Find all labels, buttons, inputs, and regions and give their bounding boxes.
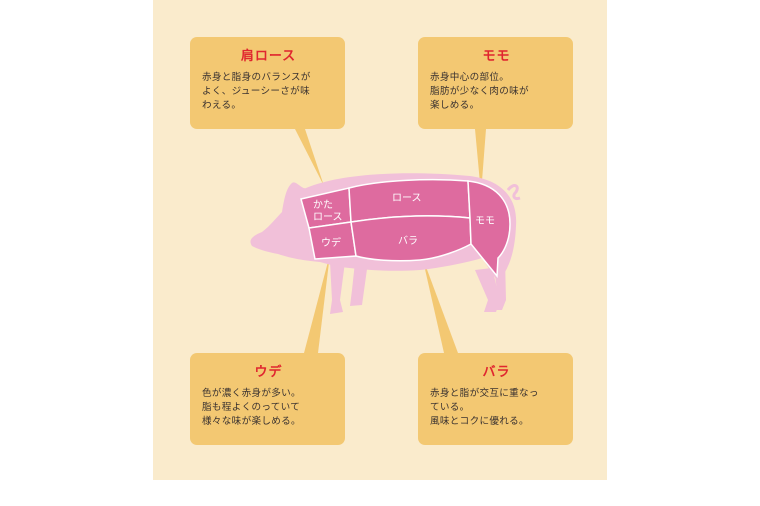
callout-title: ウデ bbox=[254, 365, 283, 380]
cut-label-momo: モモ bbox=[475, 216, 495, 227]
cut-label-bara: バラ bbox=[398, 235, 418, 247]
callout-title: 肩ロース bbox=[240, 49, 297, 64]
callout-description: 赤身と脂が交互に重なっ ている。 風味とコクに優れる。 bbox=[430, 388, 539, 427]
callout-ude: ウデ 色が濃く赤身が多い。 脂も程よくのっていて 様々な味が楽しめる。 bbox=[190, 353, 345, 445]
callout-kata-rosu: 肩ロース 赤身と脂身のバランスが よく、ジューシーさが味 わえる。 bbox=[190, 37, 345, 129]
callout-description: 赤身中心の部位。 脂肪が少なく肉の味が 楽しめる。 bbox=[430, 72, 529, 111]
pointer-bara bbox=[422, 256, 458, 353]
cut-label-kata-rosu-1: かた bbox=[313, 199, 333, 211]
pointer-momo bbox=[475, 129, 486, 194]
callout-momo: モモ 赤身中心の部位。 脂肪が少なく肉の味が 楽しめる。 bbox=[418, 37, 573, 129]
cut-label-rosu: ロース bbox=[392, 193, 422, 204]
cut-bara bbox=[350, 215, 472, 262]
callout-description: 赤身と脂身のバランスが よく、ジューシーさが味 わえる。 bbox=[202, 72, 311, 111]
cut-label-ude: ウデ bbox=[321, 236, 341, 249]
callout-bara: バラ 赤身と脂が交互に重なっ ている。 風味とコクに優れる。 bbox=[418, 353, 573, 445]
callout-title: モモ bbox=[482, 49, 511, 64]
cut-momo bbox=[467, 180, 511, 278]
callout-description: 色が濃く赤身が多い。 脂も程よくのっていて 様々な味が楽しめる。 bbox=[202, 388, 301, 427]
callout-title: バラ bbox=[482, 365, 511, 380]
pointer-kata-rosu bbox=[295, 129, 324, 186]
pointer-ude bbox=[304, 254, 330, 353]
meat-cuts bbox=[300, 178, 511, 278]
cut-label-kata-rosu-2: ロース bbox=[313, 212, 343, 223]
